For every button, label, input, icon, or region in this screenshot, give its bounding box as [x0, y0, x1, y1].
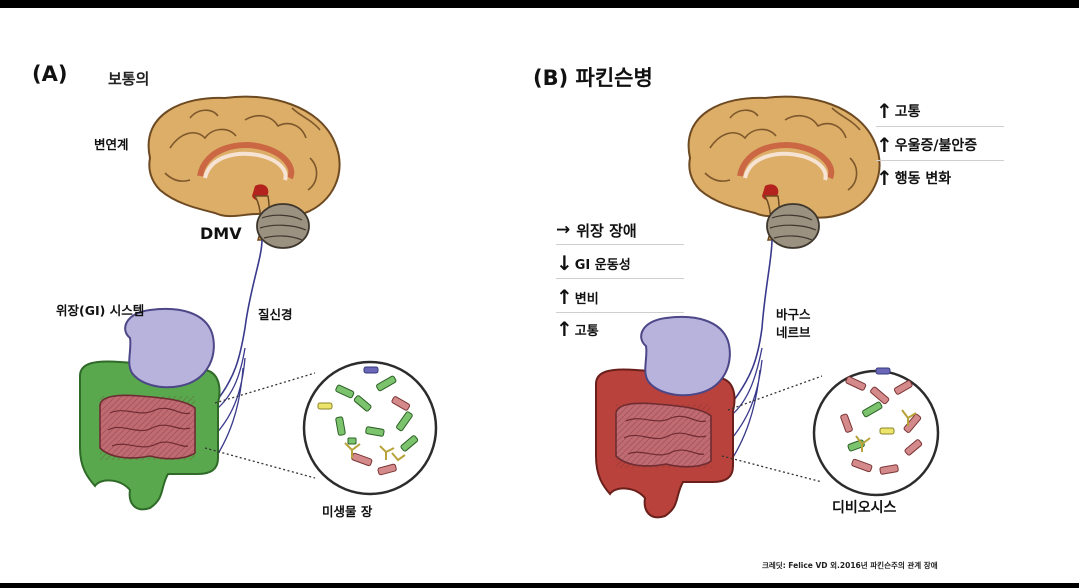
brain-effect-item: ↑ 고통: [876, 96, 1004, 127]
down-arrow-icon: ↓: [556, 251, 573, 275]
up-arrow-icon: ↑: [876, 99, 893, 123]
vagus-nerve-normal: [214, 239, 263, 404]
up-arrow-icon: ↑: [876, 133, 893, 157]
brain-effect-text: 고통: [894, 104, 921, 120]
gut-normal: [79, 307, 221, 511]
cerebellum-pd: [766, 203, 820, 249]
panel-b-title: (B) 파킨슨병: [533, 66, 653, 90]
gut-effect-text: GI 운동성: [574, 257, 631, 273]
brain-normal: [147, 95, 341, 241]
brain-effect-text: 행동 변화: [894, 171, 952, 187]
gut-effect-text: 변비: [574, 291, 599, 307]
credit-line: 크레딧: Felice VD 외.2016년 파킨슨주의 관계 장애: [762, 561, 938, 570]
panel-b-illustration: [595, 95, 940, 519]
label-vagus-nerve-b-line1: 바구스: [776, 307, 811, 322]
label-gi-system: 위장(GI) 시스템: [56, 303, 145, 318]
brain-effect-text: 우울증/불안증: [894, 138, 978, 154]
right-arrow-icon: →: [556, 219, 571, 240]
label-limbic-system: 변연계: [94, 137, 129, 152]
label-vagus-nerve: 질신경: [258, 307, 293, 322]
diagram-canvas: (A) 보통의 변연계 DMV 질신경 위장(GI) 시스템 미생물 장 (B)…: [0, 8, 1079, 583]
vagus-nerve-pd: [727, 239, 773, 409]
panel-a-illustration: [79, 95, 438, 511]
brain-effect-item: ↑ 행동 변화: [876, 163, 1004, 193]
brain-effect-item: ↑ 우울증/불안증: [876, 130, 1004, 161]
up-arrow-icon: ↑: [556, 285, 573, 309]
cerebellum-normal: [256, 203, 310, 249]
label-dmv: DMV: [200, 224, 242, 243]
up-arrow-icon: ↑: [876, 166, 893, 190]
gut-effect-item: ↑ 변비: [556, 282, 684, 313]
gut-effect-item: → 위장 장애: [556, 216, 684, 245]
gut-effect-item: ↑ 고통: [556, 314, 684, 344]
diagram-artwork: [79, 95, 940, 519]
label-vagus-nerve-b-line2: 네르브: [776, 325, 811, 340]
panel-a-title: (A): [32, 62, 68, 86]
dysbiosis-circle: [812, 367, 940, 497]
label-microbiome: 미생물 장: [322, 504, 373, 519]
up-arrow-icon: ↑: [556, 317, 573, 341]
gut-pd: [595, 315, 736, 519]
microbiome-normal-circle: [302, 360, 438, 496]
panel-a-subtitle: 보통의: [108, 70, 150, 88]
gut-effect-item: ↓ GI 운동성: [556, 248, 684, 279]
gut-effect-text: 위장 장애: [576, 221, 637, 240]
label-dysbiosis: 디비오시스: [832, 500, 897, 516]
gut-effect-text: 고통: [574, 323, 599, 339]
